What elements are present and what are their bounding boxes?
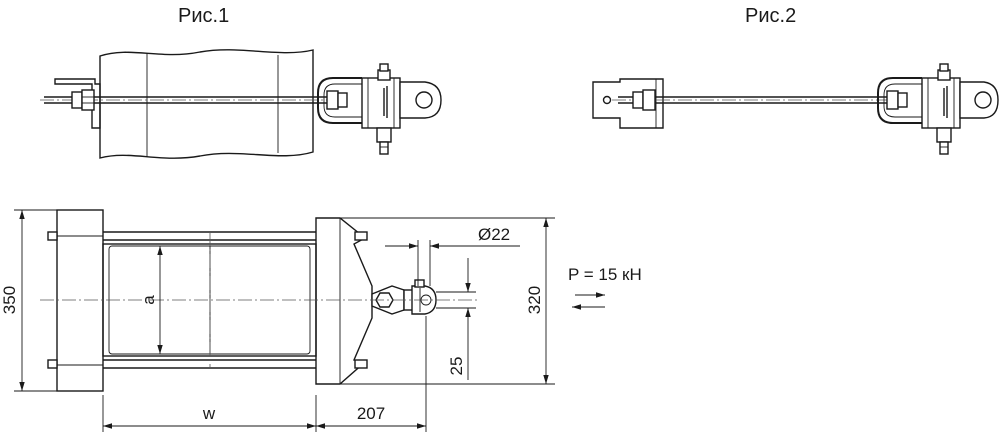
fig2-u-loop [877, 77, 922, 124]
figure-2: Рис.2 [592, 5, 999, 155]
fig2-right-nut [886, 90, 908, 110]
right-bracket [315, 217, 373, 385]
fig1-right-nut [326, 90, 348, 110]
fig2-clamp [921, 63, 961, 155]
fig1-lug [399, 81, 442, 119]
fig1-left-nuts [71, 89, 95, 111]
dimensions: 350 a w 207 320 25 Ø22 P = 15 кН [0, 209, 642, 432]
dim-207: 207 [357, 404, 385, 423]
fig1-title: Рис.1 [178, 5, 229, 27]
left-block [56, 209, 104, 392]
dim-d22: Ø22 [478, 225, 510, 244]
center-clamp [371, 279, 437, 315]
dim-25: 25 [447, 357, 466, 376]
figure-1: Рис.1 [40, 5, 442, 159]
fig1-pole [99, 49, 314, 159]
fig2-lug-hole [974, 91, 992, 109]
fig2-title: Рис.2 [745, 5, 796, 27]
load-label: P = 15 кН [568, 265, 642, 284]
fig2-left-nuts [632, 89, 656, 111]
fig2-plate-hole [602, 95, 612, 105]
fig1-left-bracket [54, 78, 101, 129]
fig2-lug [959, 81, 999, 119]
fig1-clamp [361, 63, 401, 155]
fig1-lug-hole [415, 91, 433, 109]
dim-a: a [139, 295, 158, 305]
dim-320: 320 [525, 286, 544, 314]
fig1-u-loop [317, 77, 362, 124]
dim-350: 350 [0, 286, 19, 314]
top-view [40, 209, 480, 392]
dim-w: w [202, 404, 216, 423]
